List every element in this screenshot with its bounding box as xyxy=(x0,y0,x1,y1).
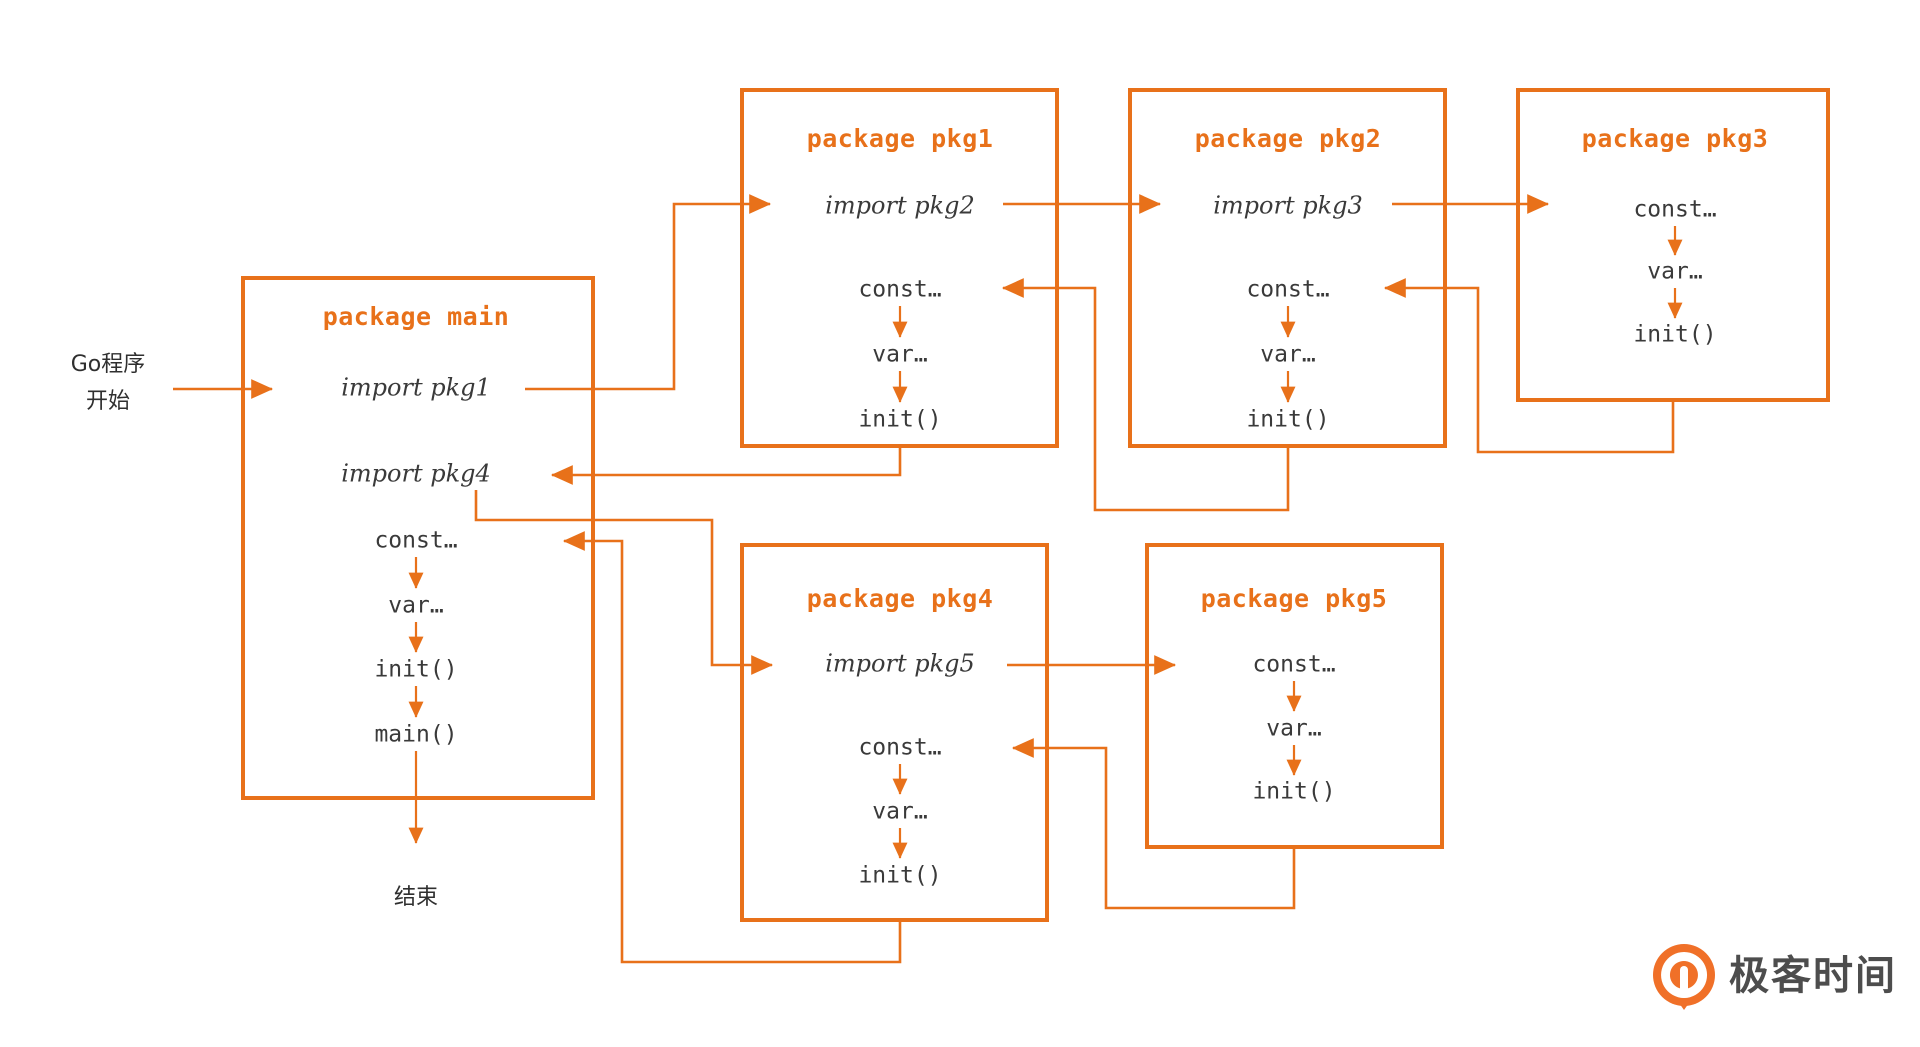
edge-pkg4-done-to-main-const xyxy=(562,531,902,964)
package-title-pkg4: package pkg4 xyxy=(807,584,994,613)
edge-pkg3-done-to-pkg2-const xyxy=(1383,278,1675,454)
stmt-pkg4-init: init() xyxy=(858,863,941,889)
package-title-pkg3: package pkg3 xyxy=(1582,124,1769,153)
geektime-logo-text: 极客时间 xyxy=(1729,953,1897,999)
stmt-pkg3-var: var… xyxy=(1647,259,1702,285)
stmt-main-import-pkg1: import pkg1 xyxy=(341,374,491,402)
stmt-main-main: main() xyxy=(374,722,457,748)
package-title-pkg2: package pkg2 xyxy=(1195,124,1382,153)
stmt-main-const: const… xyxy=(374,528,457,554)
package-title-pkg5: package pkg5 xyxy=(1201,584,1388,613)
edge-pkg2-done-to-pkg1-const xyxy=(1001,278,1290,512)
stmt-main-import-pkg4: import pkg4 xyxy=(341,460,491,488)
stmt-main-init: init() xyxy=(374,657,457,683)
stmt-pkg4-var: var… xyxy=(872,799,927,825)
stmt-main-var: var… xyxy=(388,593,443,619)
end-label: 结束 xyxy=(394,885,438,910)
start-label-line1: Go程序 xyxy=(71,352,146,377)
package-title-main: package main xyxy=(323,302,510,331)
stmt-pkg3-const: const… xyxy=(1633,197,1716,223)
edge-pkg1-done-to-main-import-pkg4 xyxy=(550,446,902,485)
stmt-pkg5-init: init() xyxy=(1252,779,1335,805)
geektime-logo-mark xyxy=(1653,944,1715,1010)
package-box-main xyxy=(241,276,595,800)
stmt-pkg2-const: const… xyxy=(1246,277,1329,303)
stmt-pkg5-var: var… xyxy=(1266,716,1321,742)
stmt-pkg2-init: init() xyxy=(1246,407,1329,433)
stmt-pkg2-var: var… xyxy=(1260,342,1315,368)
geektime-logo: 极客时间 xyxy=(1653,944,1897,1010)
stmt-pkg5-const: const… xyxy=(1252,652,1335,678)
start-label-line2: 开始 xyxy=(86,389,130,414)
stmt-pkg2-import-pkg3: import pkg3 xyxy=(1213,192,1363,220)
edge-pkg5-done-to-pkg4-const xyxy=(1011,738,1296,910)
stmt-pkg4-const: const… xyxy=(858,735,941,761)
stmt-pkg1-import-pkg2: import pkg2 xyxy=(825,192,975,220)
stmt-pkg1-var: var… xyxy=(872,342,927,368)
edge-main-import-pkg4-to-pkg4 xyxy=(474,490,774,675)
stmt-pkg3-init: init() xyxy=(1633,322,1716,348)
package-box-pkg4 xyxy=(740,543,1049,922)
stmt-pkg1-const: const… xyxy=(858,277,941,303)
package-title-pkg1: package pkg1 xyxy=(807,124,994,153)
stmt-pkg4-import-pkg5: import pkg5 xyxy=(825,650,975,678)
edge-main-import-pkg1-to-pkg1 xyxy=(525,194,772,391)
stmt-pkg1-init: init() xyxy=(858,407,941,433)
